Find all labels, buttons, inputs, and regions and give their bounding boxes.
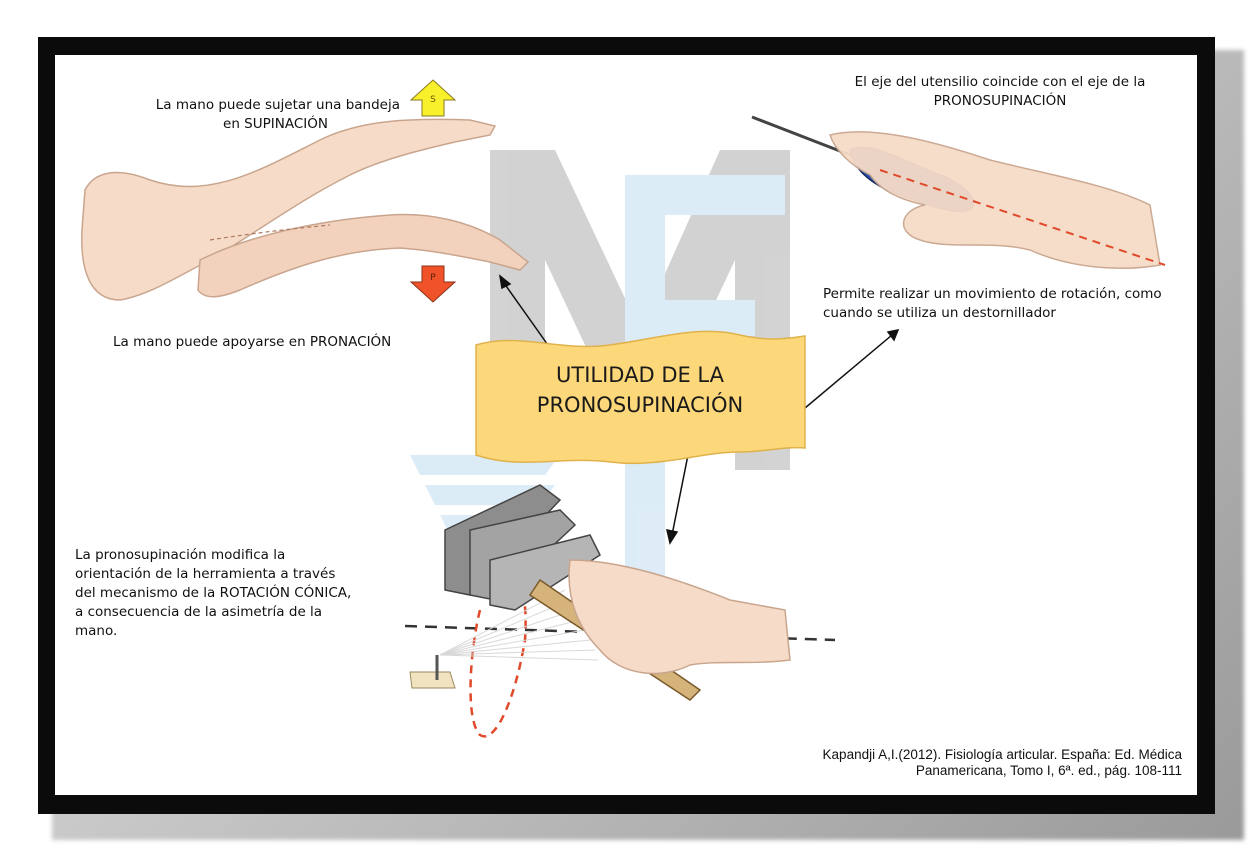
banner-title-line1: UTILIDAD DE LA	[556, 363, 724, 387]
supination-label: La mano puede sujetar una bandeja en SUP…	[70, 96, 400, 134]
pronation-arrow-icon	[409, 265, 457, 303]
supination-label-line2: en SUPINACIÓN	[223, 116, 328, 132]
conical-label-line3: del mecanismo de la ROTACIÓN CÓNICA,	[75, 585, 352, 601]
supination-label-line1: La mano puede sujetar una bandeja	[155, 97, 400, 113]
axis-label: El eje del utensilio coincide con el eje…	[820, 73, 1180, 111]
hand-hammer-illustration	[404, 484, 836, 738]
hand-screwdriver-illustration	[751, 115, 1166, 269]
rotation-label: Permite realizar un movimiento de rotaci…	[823, 285, 1162, 323]
conical-label-line4: a consecuencia de la asimetría de la	[75, 604, 323, 620]
pronation-arrow-letter: P	[430, 273, 436, 283]
title-banner	[475, 330, 806, 465]
arm-supination-illustration	[81, 118, 497, 301]
citation-line2: Panamericana, Tomo I, 6ª. ed., pág. 108-…	[915, 763, 1182, 778]
banner-title-line2: PRONOSUPINACIÓN	[536, 393, 744, 417]
supination-arrow-letter: S	[430, 95, 436, 105]
conical-label-line1: La pronosupinación modifica la	[75, 547, 286, 563]
citation-line1: Kapandji A,I.(2012). Fisiología articula…	[822, 747, 1182, 762]
rotation-label-line1: Permite realizar un movimiento de rotaci…	[823, 286, 1162, 302]
conical-rotation-label: La pronosupinación modifica la orientaci…	[75, 546, 351, 641]
conical-label-line5: mano.	[75, 623, 118, 639]
banner-title: UTILIDAD DE LA PRONOSUPINACIÓN	[475, 360, 805, 420]
pronation-label: La mano puede apoyarse en PRONACIÓN	[113, 334, 392, 350]
conical-label-line2: orientación de la herramienta a través	[75, 566, 336, 582]
citation: Kapandji A,I.(2012). Fisiología articula…	[700, 747, 1182, 779]
axis-label-line1: El eje del utensilio coincide con el eje…	[854, 74, 1146, 90]
arm-pronation-illustration	[197, 213, 530, 298]
axis-label-line2: PRONOSUPINACIÓN	[933, 93, 1067, 109]
supination-arrow-icon	[409, 79, 457, 117]
rotation-label-line2: cuando se utiliza un destornillador	[823, 305, 1056, 321]
